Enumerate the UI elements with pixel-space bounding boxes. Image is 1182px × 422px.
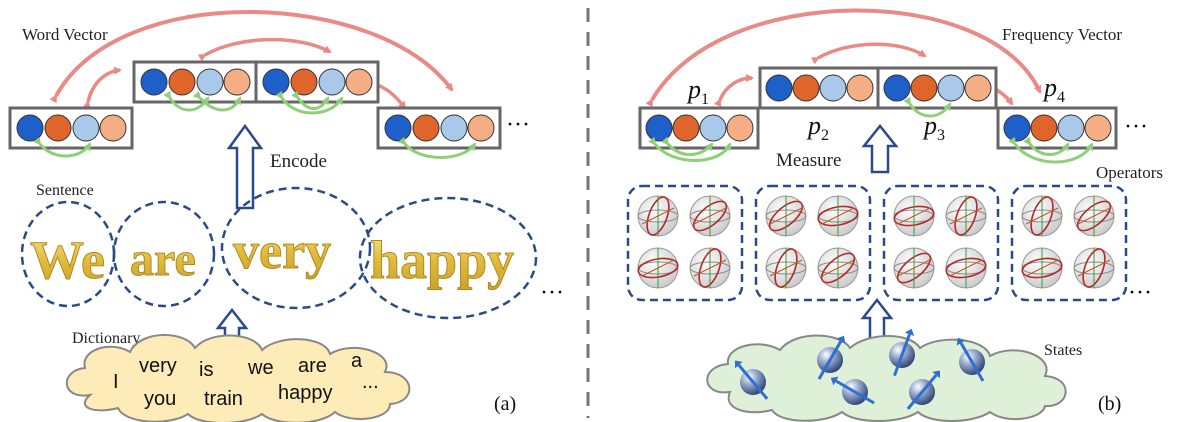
ellipsis-top-left: ··· <box>506 112 530 138</box>
particle-state-icon <box>889 328 915 377</box>
bloch-sphere-icon <box>637 247 679 289</box>
sentence-word-4: happy <box>370 230 514 290</box>
bloch-sphere-icon <box>893 247 935 289</box>
green-arc-r2 <box>661 136 714 156</box>
bloch-sphere-icon <box>817 247 859 289</box>
bloch-sphere-icon <box>945 247 987 289</box>
word-vector-label: Word Vector <box>22 25 108 44</box>
word-vector-2 <box>132 60 258 104</box>
p4-label: p4 <box>1042 73 1065 106</box>
ellipsis-top-right: ··· <box>1124 114 1148 140</box>
pink-arc-r1 <box>713 74 754 108</box>
green-arc-6 <box>398 136 477 159</box>
left-panel: Word Vector <box>8 10 564 422</box>
bloch-sphere-icon <box>689 195 731 237</box>
pink-arc-2 <box>197 37 332 62</box>
dict-word-are: are <box>298 355 327 377</box>
right-panel: Frequency Vector p1 p2 p3 p4 <box>626 8 1163 422</box>
sentence-word-3: very <box>233 223 331 280</box>
dictionary-label: Dictionary <box>72 330 140 347</box>
operators-label: Operators <box>1096 163 1163 182</box>
pink-arc-outer <box>49 10 454 104</box>
particle-state-icon <box>830 376 875 405</box>
freq-vector-3 <box>876 66 998 110</box>
particle-state-icon <box>735 360 769 400</box>
measure-label: Measure <box>776 150 841 171</box>
p1-label: p1 <box>686 75 709 108</box>
green-arc-3 <box>192 90 242 112</box>
word-vector-4 <box>376 106 502 150</box>
green-arc-5 <box>291 90 330 110</box>
pink-arc-outer-right <box>645 8 1042 108</box>
green-arc-r3 <box>903 96 952 118</box>
p2-label: p2 <box>806 111 829 144</box>
dict-word-you: you <box>144 388 176 410</box>
bloch-sphere-icon <box>893 195 935 237</box>
dict-word-happy: happy <box>278 382 333 404</box>
dict-word-ellipsis: ... <box>362 371 379 393</box>
bloch-sphere-icon <box>765 195 807 237</box>
particle-state-icon <box>906 370 940 410</box>
dict-word-a: a <box>351 350 363 372</box>
encode-arrow-icon <box>226 123 264 210</box>
bloch-sphere-icon <box>1073 247 1115 289</box>
ellipsis-mid-right: ··· <box>1128 280 1152 306</box>
bloch-sphere-icon <box>689 247 731 289</box>
dict-word-train: train <box>204 388 243 410</box>
operator-box-1 <box>626 184 744 302</box>
operator-box-4 <box>1010 184 1128 302</box>
freq-vector-4 <box>996 106 1118 150</box>
states-label: States <box>1044 342 1082 359</box>
bloch-sphere-icon <box>945 195 987 237</box>
bloch-sphere-icon <box>637 195 679 237</box>
green-arc-1 <box>33 136 92 158</box>
bloch-sphere-icon <box>817 195 859 237</box>
panel-label-b: (b) <box>1098 393 1121 415</box>
dict-word-very: very <box>139 355 177 377</box>
word-vector-3 <box>254 60 380 104</box>
pink-arc-1 <box>82 66 122 109</box>
freq-vector-1 <box>638 106 760 150</box>
operator-box-2 <box>754 184 872 302</box>
sentence-label: Sentence <box>36 182 94 199</box>
dict-word-is: is <box>199 359 213 381</box>
sentence-word-2: are <box>130 233 196 286</box>
word-bubble-2 <box>112 200 216 308</box>
sentence-word-1: We <box>30 230 105 290</box>
green-arc-4 <box>275 90 344 115</box>
dictionary-cloud <box>65 334 411 422</box>
word-vector-1 <box>8 106 134 150</box>
word-bubble-4 <box>358 196 538 320</box>
bloch-sphere-icon <box>765 247 807 289</box>
frequency-vector-label: Frequency Vector <box>1002 25 1122 44</box>
bloch-sphere-icon <box>1073 195 1115 237</box>
bloch-sphere-icon <box>1021 247 1063 289</box>
panel-label-a: (a) <box>494 393 516 415</box>
particle-states <box>735 328 985 410</box>
green-arc-r4 <box>1008 136 1094 164</box>
ellipsis-mid-left: ··· <box>540 280 564 306</box>
states-up-arrow-icon <box>860 297 894 342</box>
freq-vector-2 <box>758 66 880 110</box>
bloch-sphere-icon <box>1021 195 1063 237</box>
green-arc-r1 <box>648 136 732 162</box>
dict-word-we: we <box>247 357 274 379</box>
measure-arrow-icon <box>861 123 899 174</box>
particle-state-icon <box>817 335 846 380</box>
dict-word-I: I <box>113 371 119 393</box>
p3-label: p3 <box>922 111 945 144</box>
operator-groups <box>626 184 1128 302</box>
operator-box-3 <box>882 184 1000 302</box>
green-arc-r5 <box>1023 136 1070 156</box>
particle-state-icon <box>956 337 985 382</box>
word-bubble-3 <box>220 186 372 310</box>
pink-arc-r2 <box>810 42 927 65</box>
encode-label: Encode <box>270 151 327 172</box>
